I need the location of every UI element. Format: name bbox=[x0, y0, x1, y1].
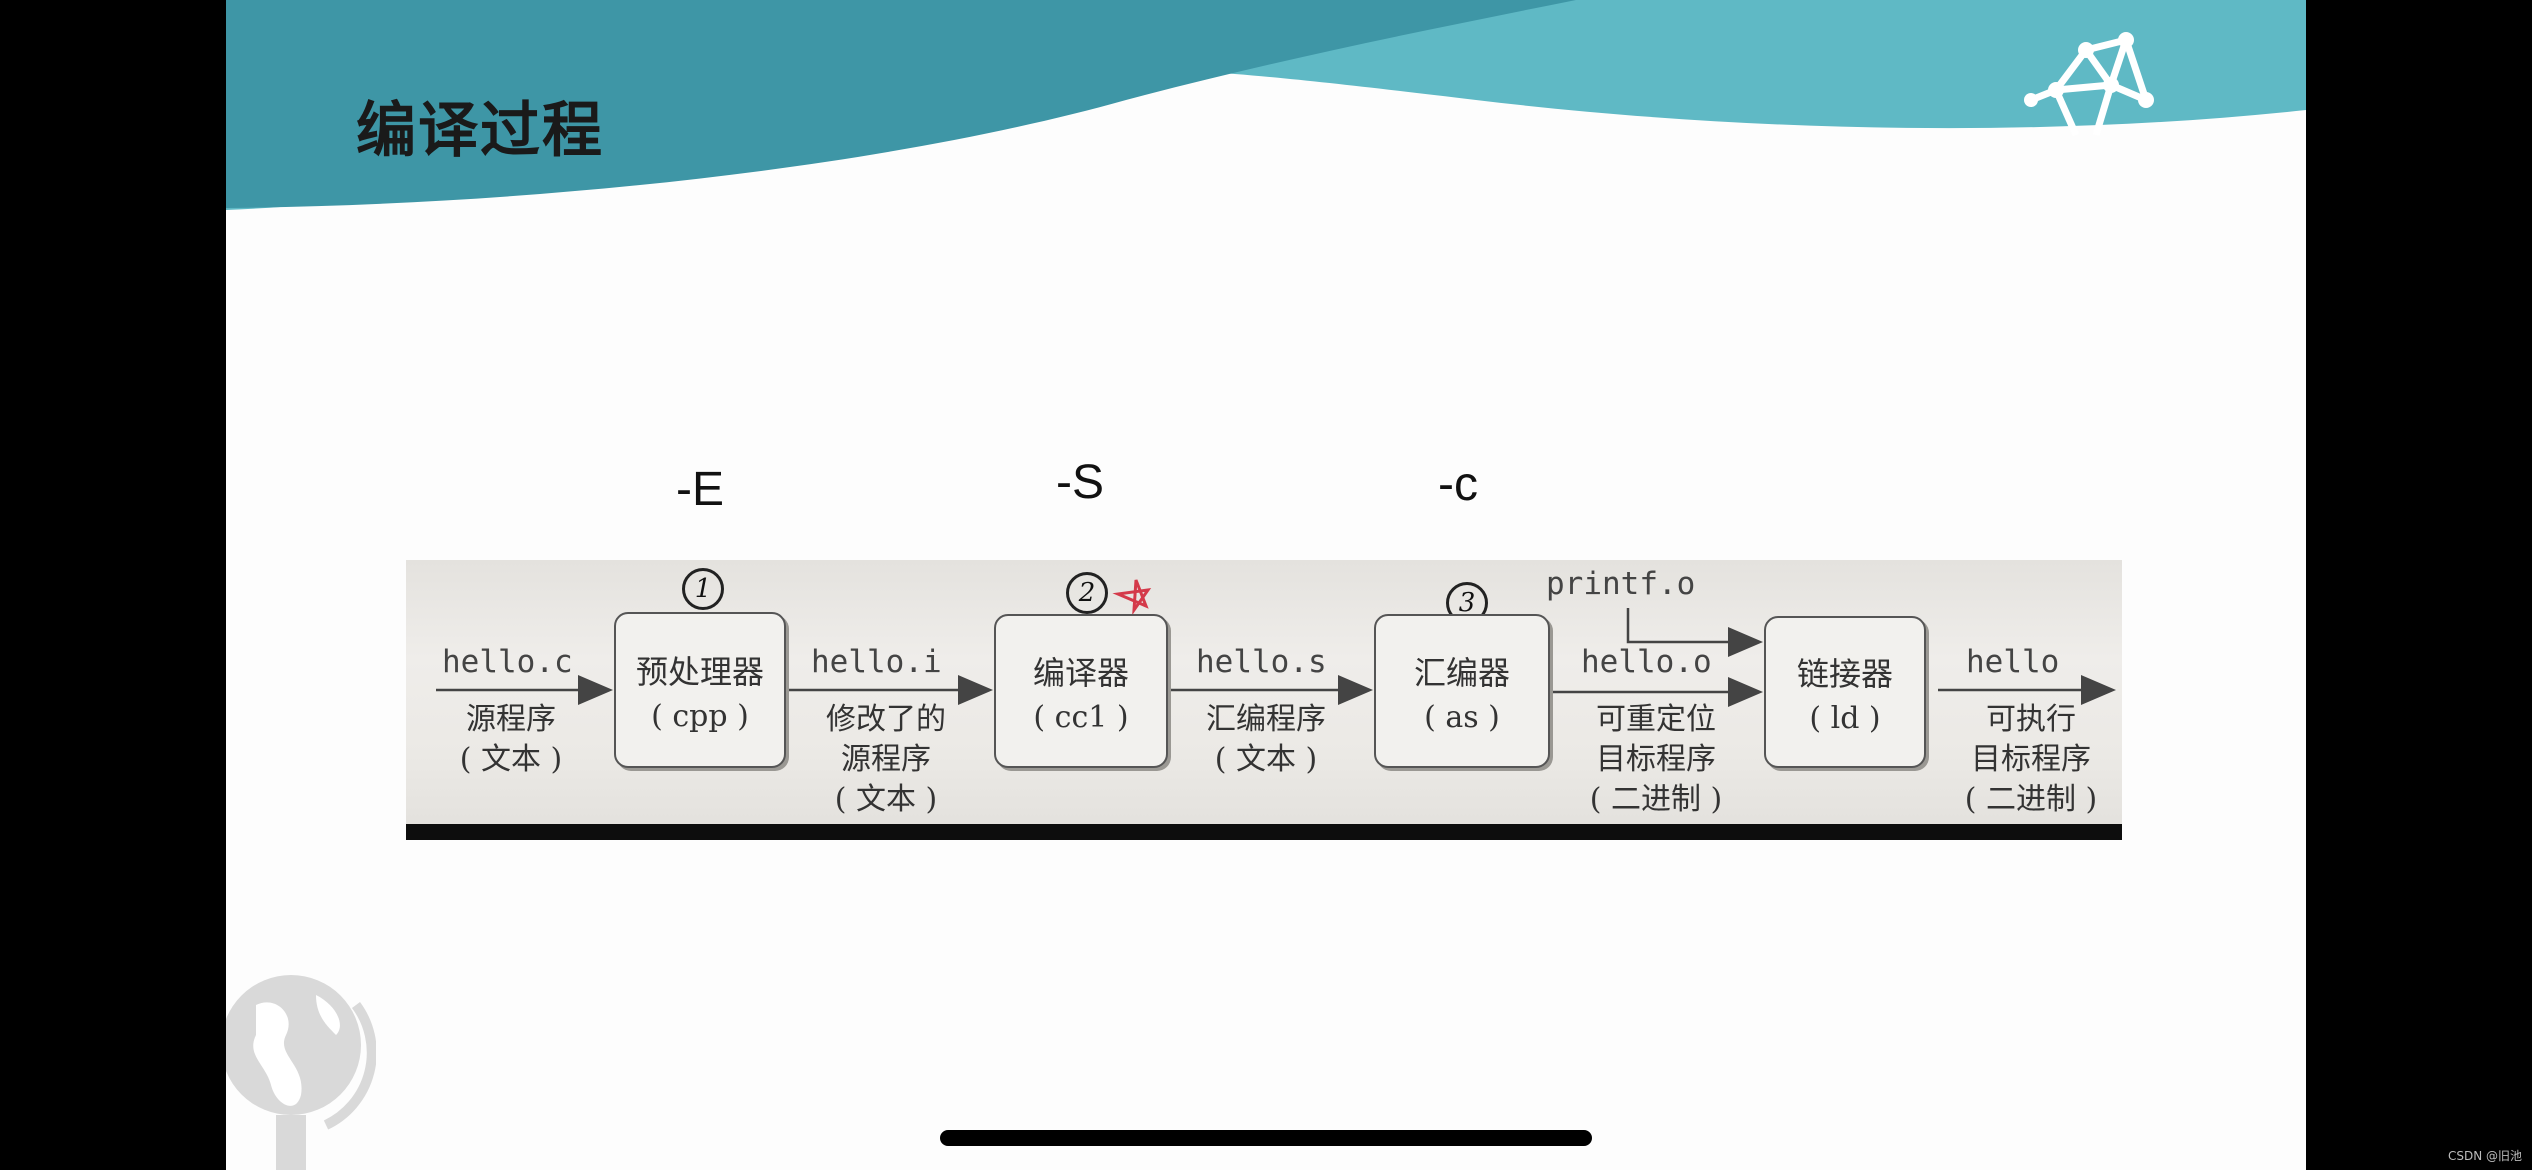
flag-assemble: -c bbox=[1438, 458, 1478, 511]
stage-name: 链接器 bbox=[1796, 654, 1893, 693]
stage-name: 编译器 bbox=[1032, 653, 1129, 692]
stage-box-preprocessor: 预处理器 ( cpp ) bbox=[614, 612, 786, 768]
watermark-text: CSDN @旧池 bbox=[2447, 1149, 2522, 1163]
file-description: 源程序 ( 文本 ) bbox=[459, 702, 563, 777]
stage-box-assembler: 汇编器 ( as ) bbox=[1374, 614, 1550, 768]
network-logo-icon bbox=[2024, 32, 2154, 137]
header-banner bbox=[226, 0, 2306, 210]
file-description: 修改了的 源程序 ( 文本 ) bbox=[826, 702, 946, 817]
stage-name: 预处理器 bbox=[635, 652, 764, 691]
diagram-arrows bbox=[436, 579, 2116, 707]
flag-preprocess: -E bbox=[676, 463, 724, 516]
file-description: 汇编程序 ( 文本 ) bbox=[1206, 702, 1326, 777]
slide-title: 编译过程 bbox=[356, 96, 604, 166]
file-description: 可重定位 目标程序 ( 二进制 ) bbox=[1589, 702, 1723, 817]
stage-tool: ( cc1 ) bbox=[1033, 699, 1129, 735]
stage-name: 汇编器 bbox=[1413, 653, 1510, 692]
file-description: 可执行 目标程序 ( 二进制 ) bbox=[1964, 702, 2098, 817]
file-name: hello bbox=[1966, 644, 2060, 680]
compilation-diagram-photo: 1 2 3 预处理器 ( cpp ) 编译器 ( cc1 ) 汇编器 ( as … bbox=[406, 560, 2122, 840]
step-number: 1 bbox=[682, 568, 724, 610]
stage-tool: ( cpp ) bbox=[651, 698, 749, 734]
file-name: hello.c bbox=[442, 644, 573, 680]
flag-compile: -S bbox=[1056, 456, 1104, 509]
step-number: 2 bbox=[1066, 572, 1108, 614]
stage-box-compiler: 编译器 ( cc1 ) bbox=[994, 614, 1168, 768]
file-name: hello.i bbox=[811, 644, 942, 680]
presentation-slide: 编译过程 -E -S -c 1 2 3 bbox=[226, 0, 2306, 1170]
stage-tool: ( as ) bbox=[1424, 699, 1500, 735]
home-indicator-bar[interactable] bbox=[940, 1130, 1592, 1146]
globe-icon bbox=[226, 975, 376, 1170]
stage-tool: ( ld ) bbox=[1809, 700, 1881, 736]
photo-bottom-edge bbox=[406, 824, 2122, 840]
stage-box-linker: 链接器 ( ld ) bbox=[1764, 616, 1926, 768]
file-name: hello.o bbox=[1581, 644, 1712, 680]
extra-input-file: printf.o bbox=[1546, 566, 1696, 602]
file-name: hello.s bbox=[1196, 644, 1327, 680]
